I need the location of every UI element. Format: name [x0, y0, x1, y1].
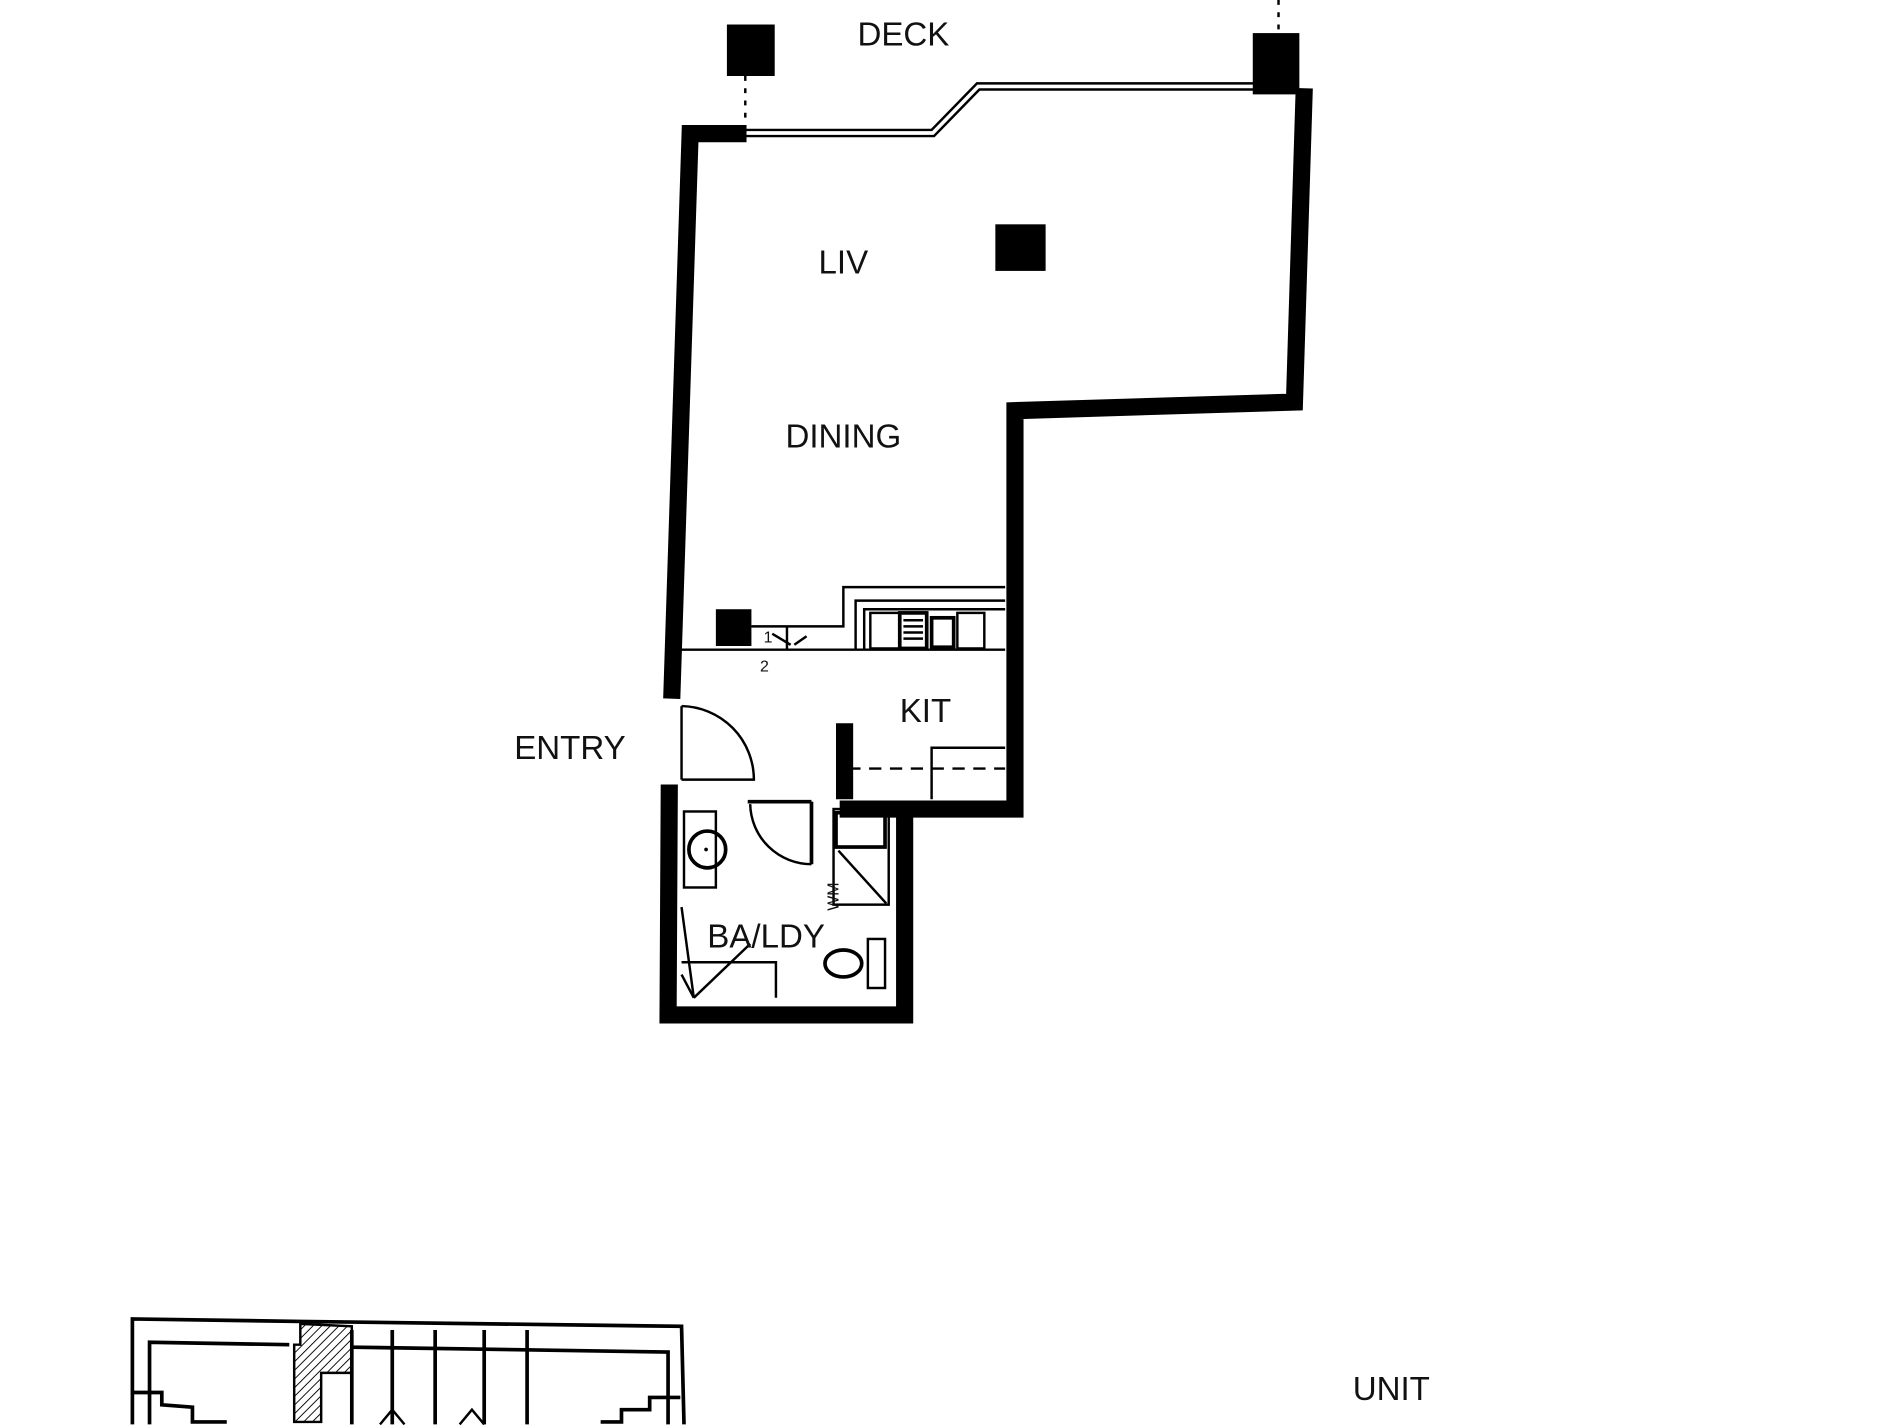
key-plan-unit-label: UNIT: [1353, 1371, 1430, 1408]
kitchen-bench: [680, 585, 1006, 800]
column: [1252, 33, 1300, 95]
cupboard-label-1: 1: [764, 629, 773, 646]
column: [715, 609, 752, 646]
room-label-living: LIV: [819, 244, 869, 281]
washing-machine-label: WM: [825, 882, 842, 910]
bathroom-door[interactable]: [747, 799, 814, 866]
toilet-icon: [823, 937, 887, 990]
key-plan: [130, 1317, 686, 1425]
column: [726, 24, 775, 76]
washing-machine-icon: [832, 807, 890, 906]
room-label-deck: DECK: [857, 16, 949, 53]
sink-icon: [897, 611, 956, 651]
room-label-dining: DINING: [785, 418, 901, 455]
highlighted-unit: [292, 1322, 354, 1424]
cupboard-label-2: 2: [760, 659, 769, 676]
exterior-walls: [659, 87, 1313, 1024]
entry-door[interactable]: [680, 704, 756, 781]
room-label-kitchen: KIT: [900, 693, 951, 730]
column: [995, 224, 1046, 271]
deck-window: [744, 0, 1280, 138]
room-label-entry: ENTRY: [514, 730, 626, 767]
basin-icon: [682, 810, 728, 889]
room-label-bathroom-laundry: BA/LDY: [707, 919, 825, 956]
shower-icon: [680, 906, 778, 999]
